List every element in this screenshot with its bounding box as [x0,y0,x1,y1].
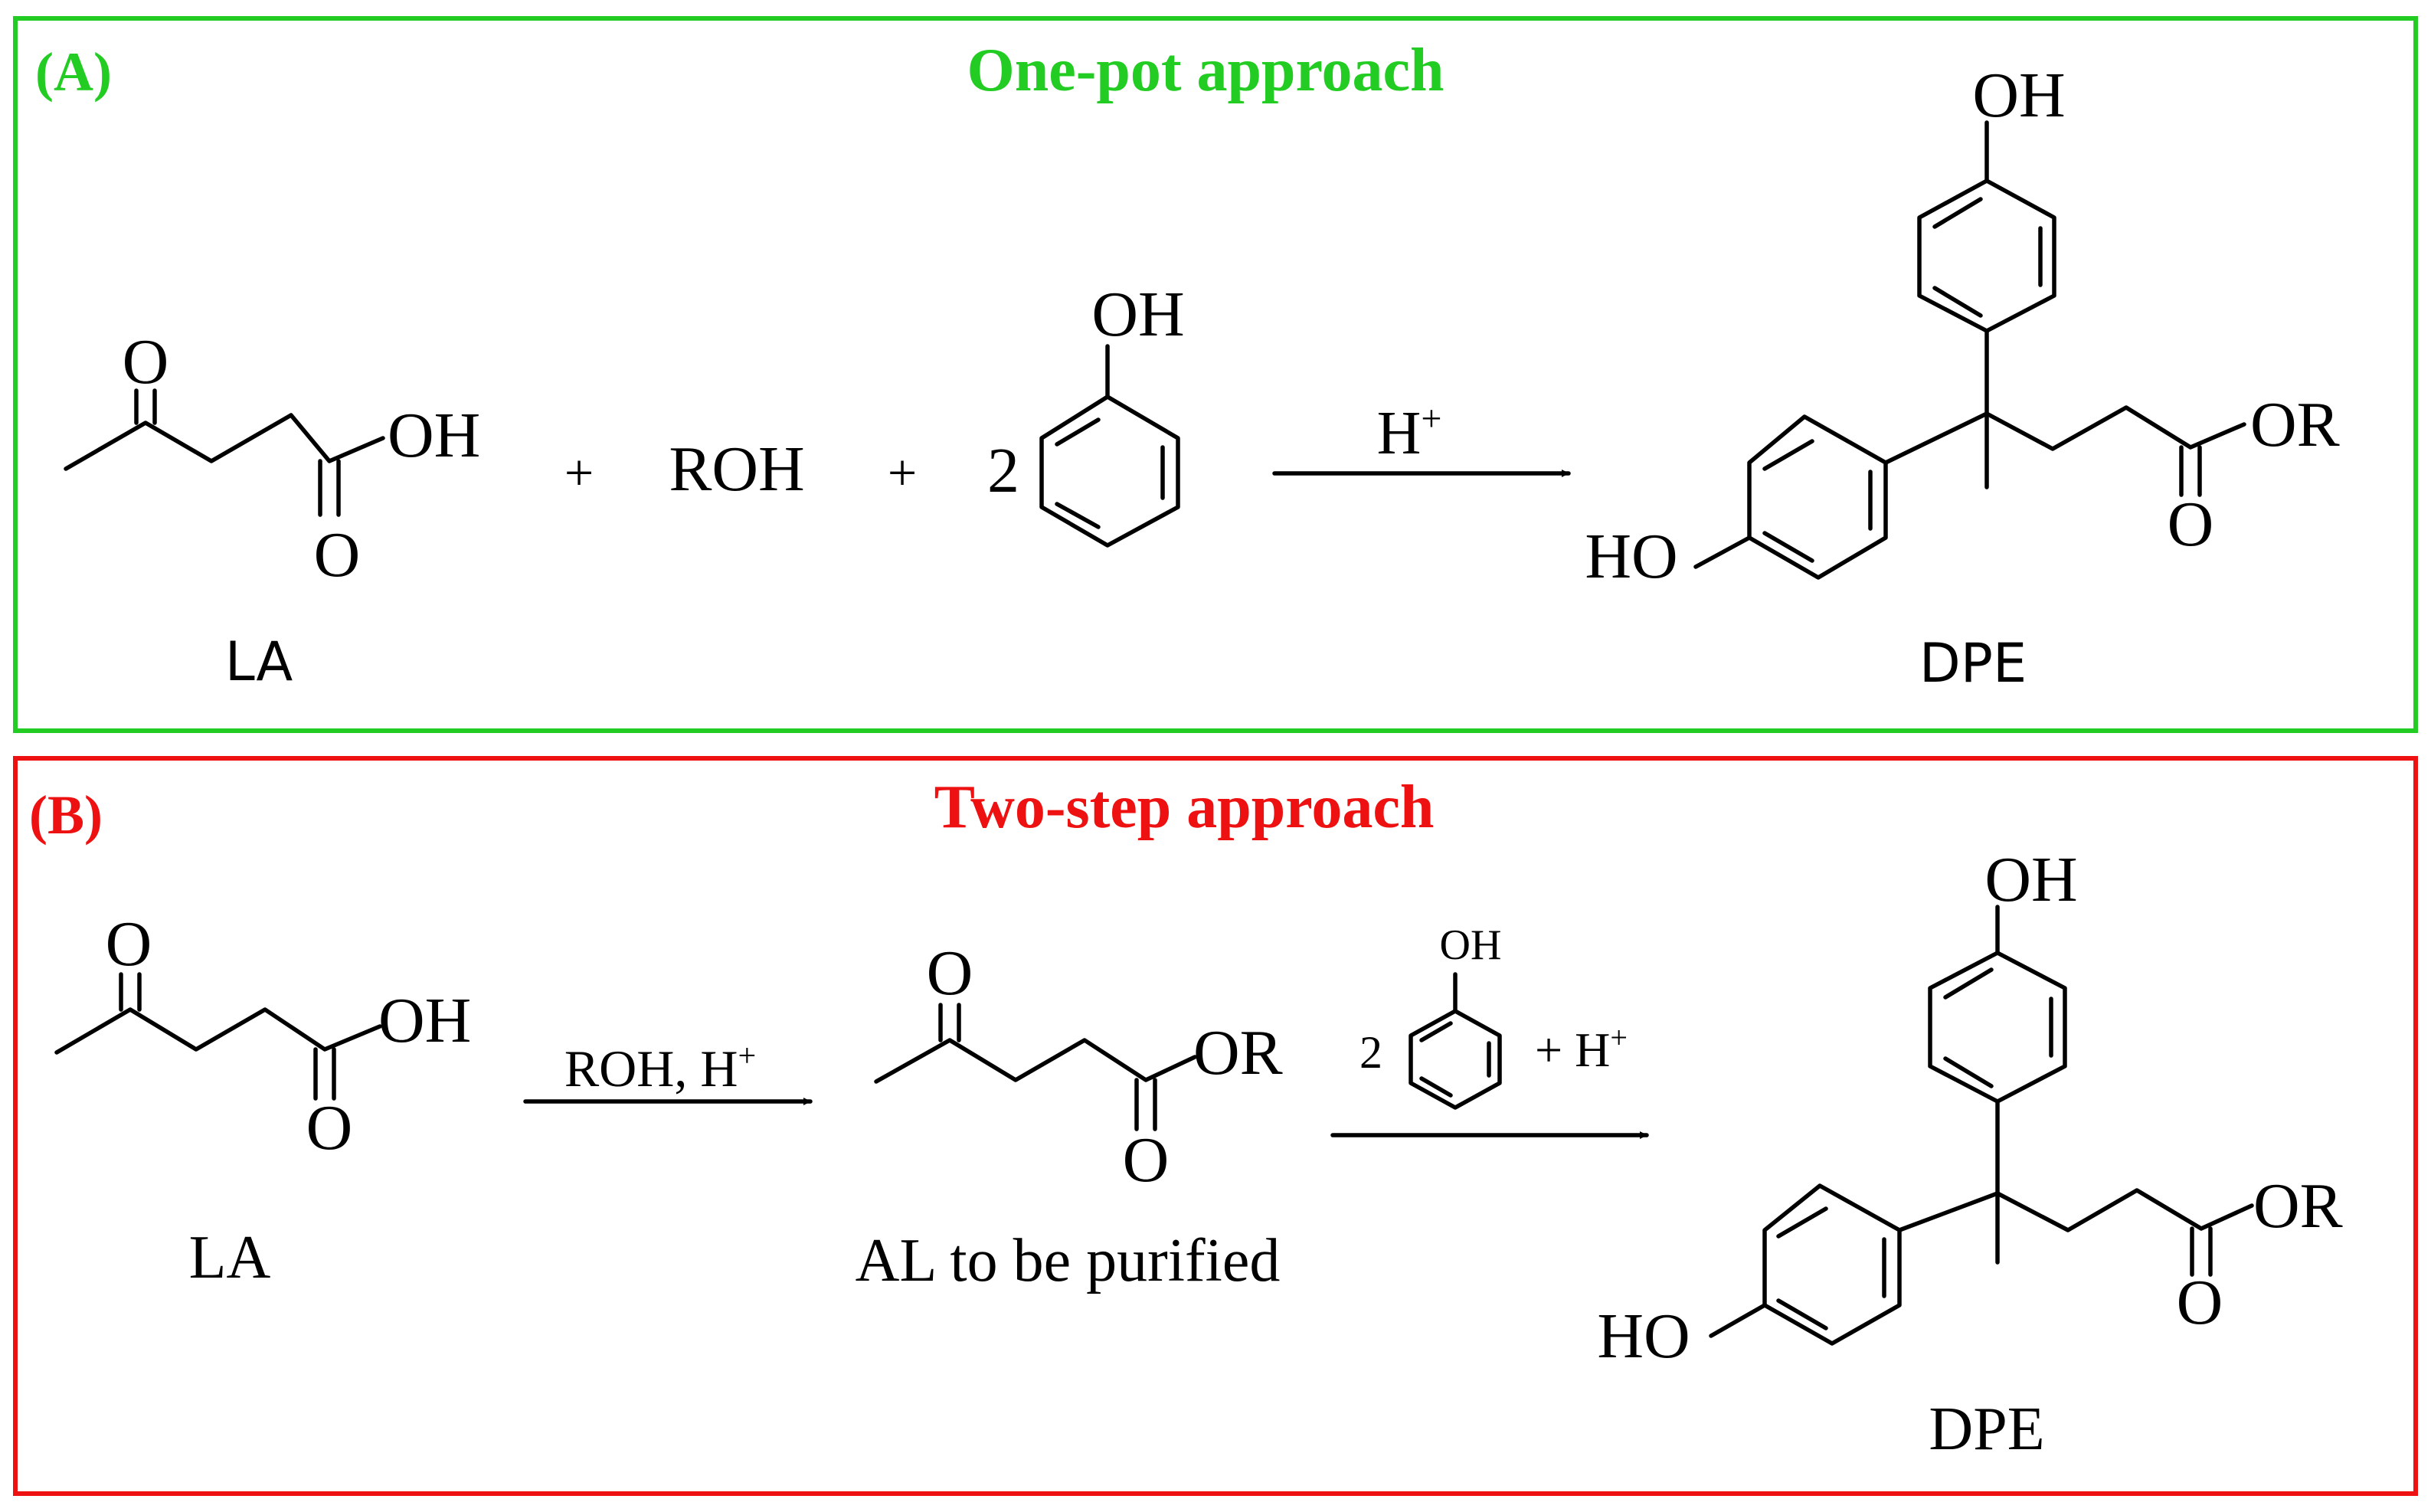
catalyst-label: H+ [1377,398,1442,467]
dpe-b-carbonyl-oxygen: O [2177,1267,2223,1338]
b-ketone-oxygen: O [106,908,152,980]
step2-phenol-structure: OH [1409,921,1502,1110]
catalyst-charge: + [1421,398,1441,439]
dpe-structure-b: OH HO OR O [1597,844,2342,1372]
phenol-hydroxyl: OH [1091,279,1184,350]
dpe-label-a: DPE [1919,632,2027,695]
carbonyl-oxygen: O [314,519,361,591]
ketone-oxygen: O [123,326,169,398]
b-acid-hydroxyl: OH [378,985,471,1056]
dpe-b-left-hydroxyl: HO [1597,1301,1690,1372]
step2-acid-text: + H [1535,1023,1610,1077]
panel-b-tag: (B) [29,784,103,846]
alkyl-levulinate-structure: O OR O [874,938,1283,1196]
panel-b-title: Two-step approach [934,774,1435,841]
la-label-b: LA [189,1224,271,1291]
plus-sign-1: + [564,443,594,502]
b-carbonyl-oxygen: O [306,1092,353,1163]
dpe-label-b: DPE [1929,1396,2044,1463]
dpe-a-ester: OR [2250,389,2340,460]
al-carbonyl-oxygen: O [1123,1124,1170,1196]
phenol-structure: OH [1039,279,1185,548]
dpe-b-ester: OR [2253,1170,2343,1242]
step2-acid: + H+ [1535,1020,1628,1077]
al-label: AL to be purified [856,1227,1281,1294]
phenol-coefficient: 2 [987,435,1019,506]
panel-b-frame [13,756,2418,1496]
acid-hydroxyl: OH [388,400,480,471]
panel-a-title: One-pot approach [967,37,1444,104]
dpe-a-carbonyl-oxygen: O [2168,489,2214,560]
plus-sign-2: + [888,443,917,502]
panel-a-tag: (A) [35,41,112,103]
panel-b: (B) Two-step approach O OH O LA ROH, H + … [13,756,2418,1496]
levulinic-acid-structure: O OH O [64,326,480,591]
panel-a-frame [13,16,2418,733]
dpe-b-top-hydroxyl: OH [1984,844,2077,915]
step1-reagents-text: ROH, H [564,1039,738,1098]
step2-phenol-coefficient: 2 [1359,1027,1382,1078]
al-ketone-oxygen: O [927,938,973,1009]
al-ester: OR [1193,1017,1283,1088]
step2-charge: + [1610,1020,1628,1055]
dpe-a-top-hydroxyl: OH [1972,60,2065,131]
step1-reagents: ROH, H+ [564,1039,756,1098]
alcohol-roh: ROH [669,434,804,505]
step2-phenol-hydroxyl: OH [1440,921,1502,969]
step1-charge: + [738,1039,757,1074]
dpe-a-left-hydroxyl: HO [1585,521,1677,592]
catalyst-h: H [1377,400,1422,467]
la-label: LA [225,630,293,693]
levulinic-acid-structure-b: O OH O [54,908,471,1163]
panel-a: (A) One-pot approach O OH O LA + ROH + 2… [13,16,2418,733]
dpe-structure-a: OH HO OR O [1585,60,2339,592]
